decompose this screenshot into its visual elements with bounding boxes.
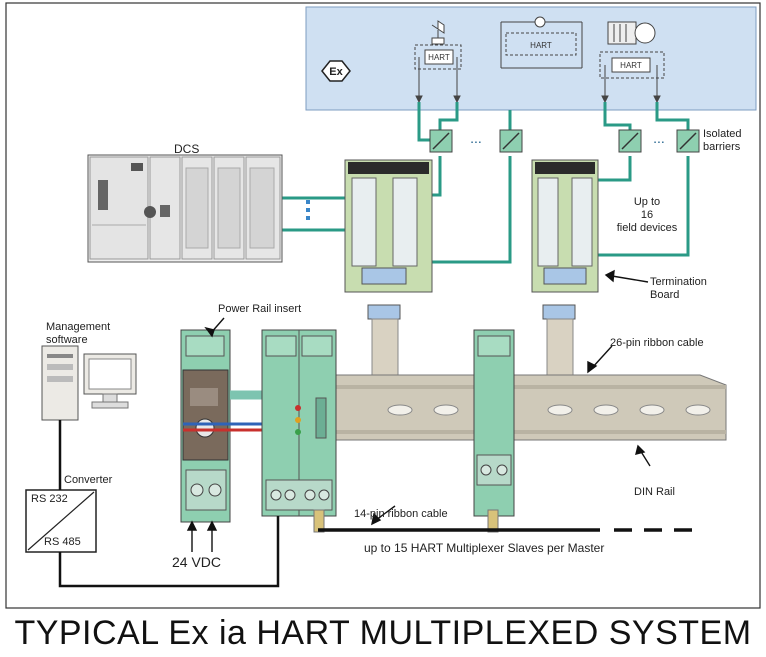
ex-symbol-text: Ex (329, 66, 343, 78)
hart-label-2: HART (530, 41, 552, 50)
isolated-barriers (429, 129, 700, 153)
din-rail (329, 374, 727, 441)
field-devices-label: Up to 16 field devices (616, 196, 678, 234)
ribbon-26pin-label: 26-pin ribbon cable (610, 337, 704, 349)
rs232-label: RS 232 (31, 493, 68, 505)
converter-box (25, 489, 97, 553)
management-software-label: Management software (46, 321, 111, 346)
field-device-motor (599, 21, 665, 104)
power-rail-bus (183, 390, 262, 432)
hart-label-1: HART (428, 53, 450, 62)
arrows (186, 269, 651, 552)
hazardous-area-zone (305, 6, 757, 111)
barrier-ellipsis-2: ... (653, 130, 665, 146)
dcs-connection-dots (306, 200, 310, 220)
hart-multiplexer-master (261, 329, 337, 533)
field-device-valve (414, 20, 462, 104)
converter-label: Converter (64, 474, 113, 486)
diagram-title: TYPICAL Ex ia HART MULTIPLEXED SYSTEM (14, 614, 752, 652)
dcs-label: DCS (174, 142, 200, 156)
slaves-note: up to 15 HART Multiplexer Slaves per Mas… (364, 541, 605, 555)
vdc-label: 24 VDC (172, 554, 222, 570)
management-pc (41, 345, 137, 421)
power-rail-insert-label: Power Rail insert (218, 303, 302, 315)
ex-symbol: Ex (321, 60, 351, 82)
termination-board-2 (531, 159, 599, 293)
ribbon-14pin-label: 14-pin ribbon cable (354, 508, 448, 520)
signal-wiring (58, 420, 280, 588)
hart-label-3: HART (620, 61, 642, 70)
rs485-label: RS 485 (44, 536, 81, 548)
barrier-ellipsis-1: ... (470, 130, 482, 146)
field-device-transmitter (500, 16, 583, 69)
termination-board-label: Termination Board (650, 276, 707, 301)
din-rail-label: DIN Rail (634, 486, 675, 498)
isolated-barriers-label: Isolated barriers (703, 128, 742, 153)
dcs-rack (87, 154, 283, 263)
hart-multiplexer-slave (473, 329, 515, 533)
power-rail-module (180, 329, 231, 523)
termination-board-1 (344, 159, 433, 293)
